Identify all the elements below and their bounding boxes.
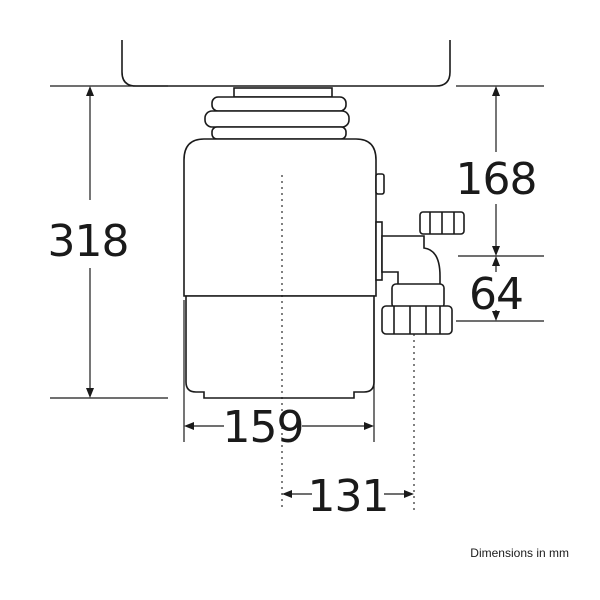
sink-bowl <box>121 40 451 87</box>
grinding-chamber <box>185 295 375 399</box>
dimension-159: 159 <box>183 300 375 453</box>
dimension-168: 168 <box>456 85 544 257</box>
dimension-64-label: 64 <box>469 269 523 320</box>
outlet-pipe <box>375 211 465 335</box>
dimension-318: 318 <box>48 85 168 399</box>
side-switch <box>375 173 385 195</box>
motor-housing <box>183 138 377 297</box>
dimension-159-label: 159 <box>223 402 304 453</box>
dimension-318-label: 318 <box>48 216 129 267</box>
dimension-131: 131 <box>282 471 414 522</box>
dimension-168-label: 168 <box>456 154 537 205</box>
dimension-131-label: 131 <box>308 471 389 522</box>
dimension-64: 64 <box>456 256 544 322</box>
units-note: Dimensions in mm <box>470 546 569 560</box>
mounting-flange <box>204 87 350 140</box>
